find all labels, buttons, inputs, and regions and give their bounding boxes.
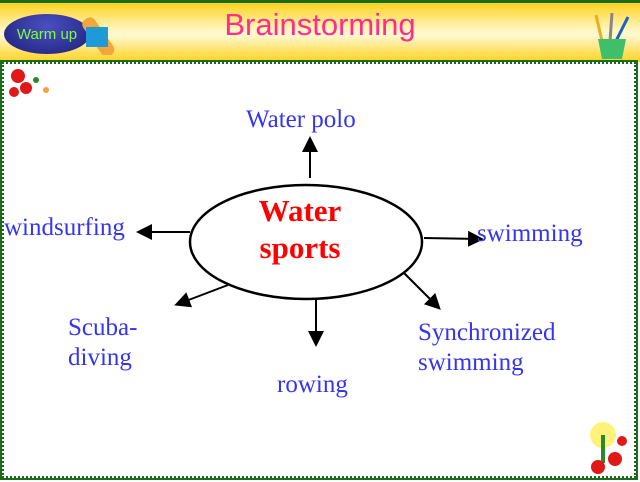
- node-windsurfing: windsurfing: [4, 214, 125, 241]
- scroll-icon: [82, 17, 115, 55]
- candle-decoration-bottom-right: [590, 422, 627, 474]
- header-bar: Warm up Brainstorming: [0, 0, 640, 62]
- node-synchronized-swimming: Synchronized swimming: [418, 318, 555, 378]
- node-scuba-line1: Scuba-: [68, 314, 138, 341]
- node-synchro-line2: swimming: [418, 349, 524, 376]
- center-topic-line1: Water: [258, 193, 342, 228]
- node-rowing: rowing: [277, 371, 348, 398]
- page-title: Brainstorming: [224, 7, 416, 42]
- node-synchro-line1: Synchronized: [418, 319, 556, 346]
- node-scuba-line2: diving: [68, 344, 132, 371]
- node-swimming: swimming: [477, 220, 583, 247]
- arrow-bottom-right: [402, 271, 441, 310]
- flower-decoration-top-left: [9, 69, 49, 97]
- center-topic: Water sports: [230, 192, 370, 266]
- content-frame: [0, 60, 638, 480]
- arrow-bottom-left: [174, 284, 229, 308]
- arrow-right: [423, 230, 484, 247]
- warm-up-button[interactable]: Warm up: [4, 14, 90, 54]
- node-water-polo: Water polo: [246, 106, 356, 133]
- node-scuba-diving: Scuba- diving: [68, 313, 137, 373]
- center-ellipse: [188, 183, 424, 301]
- pencil-cup-icon: [594, 12, 630, 59]
- center-topic-line2: sports: [259, 230, 341, 265]
